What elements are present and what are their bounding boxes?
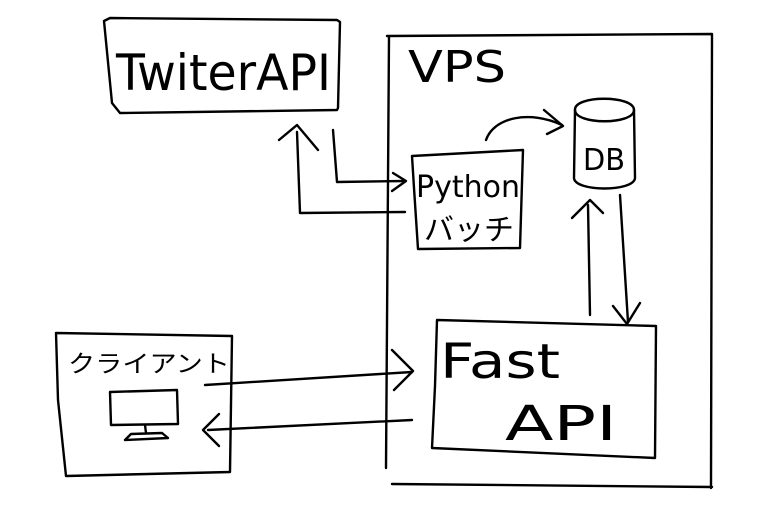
python-batch-node: Python バッチ (410, 148, 525, 251)
arrowhead-python-to-db (542, 108, 565, 136)
cylinder-icon (572, 97, 637, 190)
arrowhead-client-to-fastapi (390, 348, 415, 392)
fastapi-label-line2: API (505, 396, 617, 452)
arrowhead-twitterapi-to-python (390, 171, 408, 193)
twitter-api-label: TwiterAPI (115, 44, 331, 102)
database-label: DB (583, 143, 625, 178)
python-batch-label-line2: バッチ (424, 213, 514, 248)
arrowhead-python-to-twitterapi (277, 123, 320, 152)
fastapi-box (430, 318, 658, 460)
vps-label: VPS (408, 42, 506, 93)
connectors (201, 108, 642, 448)
client-box (54, 331, 234, 478)
python-batch-box (410, 148, 525, 251)
arrowhead-fastapi-to-db (570, 198, 605, 220)
client-node: クライアント (54, 331, 234, 478)
arrow-client-to-fastapi (203, 370, 414, 387)
arrowhead-db-to-fastapi (611, 301, 642, 326)
fastapi-label-line1: Fast (440, 334, 560, 390)
arrow-twitterapi-to-python (331, 128, 407, 184)
twitter-api-node: TwiterAPI (102, 16, 342, 115)
python-batch-label-line1: Python (416, 170, 520, 205)
monitor-icon (108, 388, 180, 442)
arrowhead-fastapi-to-client (201, 412, 221, 448)
arrow-python-to-twitterapi (295, 130, 407, 215)
database-node: DB (572, 97, 637, 190)
vps-node: VPS (384, 32, 714, 490)
twitter-api-box (102, 16, 342, 115)
arrow-db-to-fastapi (618, 193, 630, 324)
arrow-fastapi-to-db (586, 203, 592, 317)
arrow-python-to-db (484, 115, 564, 142)
vps-boundary (384, 32, 714, 490)
client-label: クライアント (68, 350, 230, 378)
fastapi-node: Fast API (430, 318, 658, 460)
arrow-fastapi-to-client (206, 418, 414, 432)
